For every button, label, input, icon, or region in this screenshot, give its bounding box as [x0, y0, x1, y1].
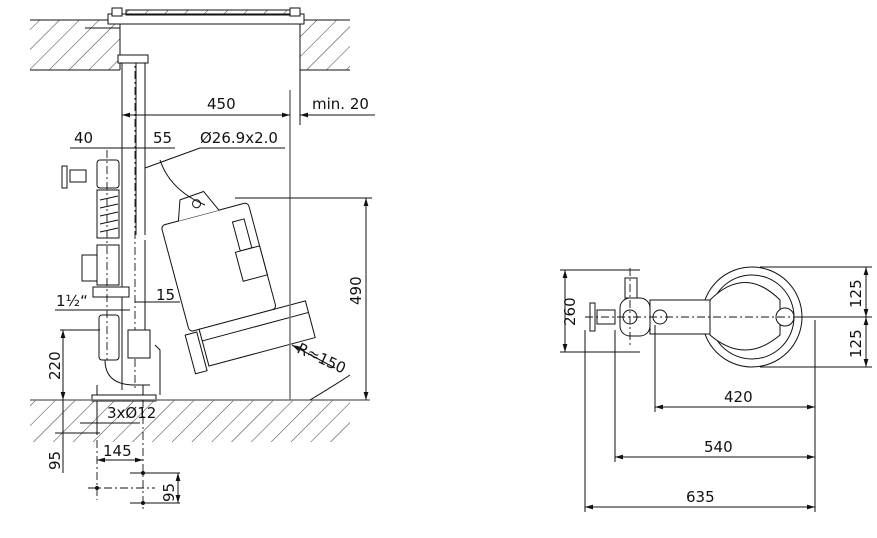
guide-pipe [117, 54, 149, 390]
dim-height: 490 [347, 276, 365, 305]
dim-valve-offset: 40 [74, 129, 93, 147]
dim-pump-width: 450 [207, 95, 236, 113]
dim-length-540: 540 [704, 438, 733, 456]
dim-half-upper: 125 [847, 279, 865, 308]
dim-half-lower: 125 [847, 329, 865, 358]
access-cover [85, 7, 305, 29]
dim-wall-clearance: min. 20 [312, 95, 369, 113]
dim-anchor-holes: 3xØ12 [107, 404, 156, 422]
top-view [585, 266, 815, 368]
dim-top-width: 260 [561, 297, 579, 326]
dim-bolt-spacing-y: 95 [160, 483, 178, 502]
dim-radius: R≈150 [294, 339, 348, 377]
floor [30, 374, 370, 442]
dim-connection: 1½“ [56, 292, 88, 310]
lifting-chain [159, 159, 206, 206]
pump [161, 190, 316, 375]
dim-bolt-spacing-x: 145 [103, 442, 132, 460]
valve-assembly [61, 150, 161, 395]
side-view-dimensions [55, 112, 375, 512]
dim-length-635: 635 [686, 488, 715, 506]
dim-outlet-height: 220 [46, 351, 64, 380]
top-view-dimensions [560, 266, 872, 512]
dim-pipe-size: Ø26.9x2.0 [200, 129, 278, 147]
ceiling-slab [30, 19, 350, 71]
dim-length-420: 420 [724, 388, 753, 406]
dim-pipe-offset: 55 [153, 129, 172, 147]
dim-anchor-depth: 95 [46, 451, 64, 470]
dim-pipe-gap: 15 [156, 286, 175, 304]
